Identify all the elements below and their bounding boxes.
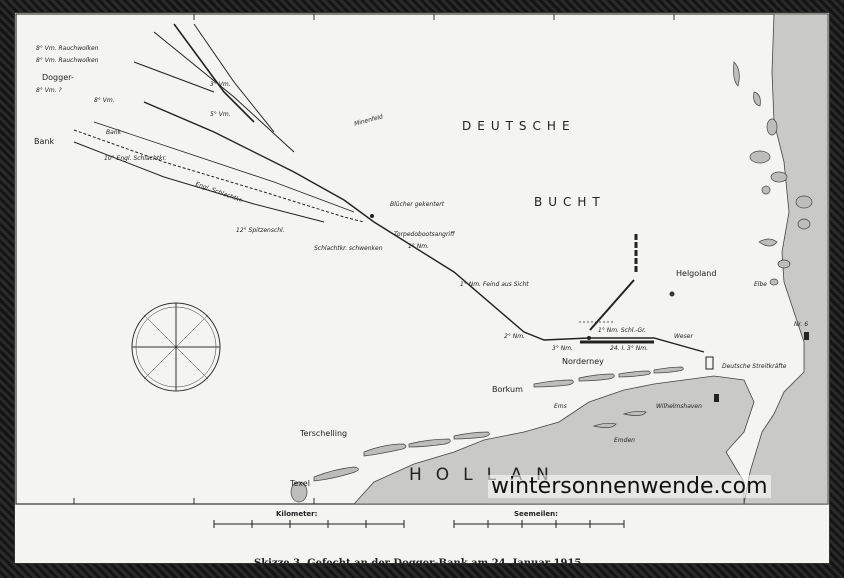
annotation: 3° Nm. — [552, 345, 573, 352]
place-ems: Ems — [554, 403, 567, 410]
annotation: Torpedobootsangriff — [394, 231, 455, 238]
annotation: Deutsche Streitkräfte — [722, 363, 787, 370]
annotation: 2° Nm. — [504, 333, 525, 340]
map-drawing — [15, 13, 829, 528]
annotation: 12° Spitzenschl. — [236, 227, 285, 234]
sea-label-bucht: BUCHT — [534, 195, 606, 209]
km-scale-bar — [213, 520, 405, 528]
annotation: 5° Vm. — [210, 111, 231, 118]
annotation: 8° Vm. Rauchwolken — [36, 45, 99, 52]
place-dogger-bank-2: Bank — [34, 137, 55, 146]
place-terschelling: Terschelling — [300, 429, 348, 438]
annotation: 1° Nm. Schl.-Gr. — [598, 327, 646, 334]
nm-scale-bar — [453, 520, 625, 528]
annotation: 8° Vm. ? — [36, 87, 62, 94]
frisian-islands — [290, 366, 684, 503]
map-sheet: DEUTSCHE BUCHT HOLLAN Helgoland Norderne… — [14, 12, 830, 569]
km-scale-title: Kilometer: — [276, 510, 318, 518]
annotation: Schlachtkr. schwenken — [314, 245, 383, 252]
german-coast-land — [743, 13, 829, 505]
nm-scale-title: Seemeilen: — [514, 510, 558, 518]
compass-rose — [131, 302, 221, 392]
graticule-ticks — [73, 14, 675, 504]
place-dogger-bank-1: Dogger- — [42, 73, 74, 82]
helgoland-island — [669, 291, 675, 297]
annotation: 1° Nm. — [408, 243, 429, 250]
sea-label-deutsche: DEUTSCHE — [462, 119, 576, 133]
annotation: Blücher gekentert — [390, 201, 445, 208]
battle-tracks — [73, 23, 705, 353]
dutch-coast-land — [353, 375, 755, 505]
place-emden: Emden — [614, 437, 635, 444]
annotation: 8° Vm. Rauchwolken — [36, 57, 99, 64]
place-norderney: Norderney — [562, 357, 604, 366]
place-borkum: Borkum — [492, 385, 523, 394]
annotation: 8° Vm. — [94, 97, 115, 104]
annotation: 24. I. 3° Nm. — [610, 345, 648, 352]
north-frisian-islands — [733, 61, 813, 286]
place-texel: Texel — [290, 479, 310, 488]
place-elbe: Elbe — [754, 281, 767, 288]
watermark: wintersonnenwende.com — [488, 475, 771, 498]
annotation: 3° Vm. — [210, 81, 231, 88]
annotation: Bank — [106, 129, 122, 136]
place-weser: Weser — [674, 333, 693, 340]
annotation: Nr. 6 — [794, 321, 809, 328]
ship-markers — [370, 214, 809, 402]
annotation: 10° Engl. Schlachtkr. — [104, 155, 167, 162]
annotation: 1° Nm. Feind aus Sicht — [460, 281, 529, 288]
map-caption: Skizze 3. Gefecht an der Dogger-Bank am … — [254, 558, 585, 569]
place-wilhelmshaven: Wilhelmshaven — [656, 403, 702, 410]
place-helgoland: Helgoland — [676, 269, 717, 278]
